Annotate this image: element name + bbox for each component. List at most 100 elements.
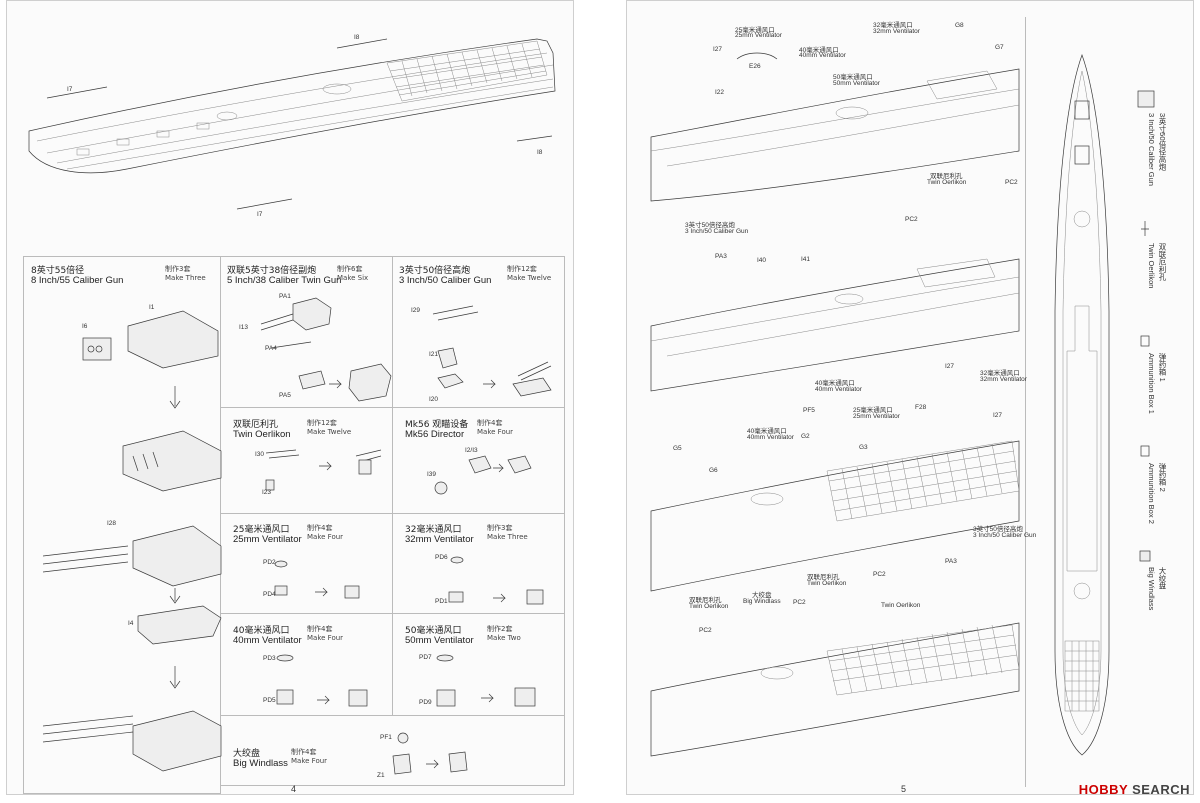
page-right: I27 I22 E26 25毫米通风口 25mm Ventilator 40毫米… xyxy=(626,0,1194,795)
part-label: PC2 xyxy=(793,599,806,606)
make-count-cn: 制作4套 xyxy=(477,419,503,427)
part-label: PA5 xyxy=(279,392,291,399)
part-label: PD4 xyxy=(263,591,276,598)
part-label: 25mm Ventilator xyxy=(853,413,900,420)
part-label: I30 xyxy=(255,451,265,458)
part-label: I29 xyxy=(411,307,421,314)
legend-3inch-en: 3 Inch/50 Caliber Gun xyxy=(1147,113,1156,186)
ship-plan-view xyxy=(1054,53,1110,756)
part-label: 50mm Ventilator xyxy=(833,80,880,87)
make-count-cn: 制作4套 xyxy=(307,524,333,532)
make-count-en: Make Four xyxy=(307,634,344,642)
page-left: I8 I7 I8 I7 8英寸55倍径 8 Inch/55 Caliber Gu… xyxy=(6,0,574,795)
part-label: 3 Inch/50 Caliber Gun xyxy=(973,532,1037,539)
make-count-cn: 制作2套 xyxy=(487,625,513,633)
oerlikon-drawing xyxy=(265,449,382,491)
step-title-cn: 32毫米通风口 xyxy=(405,525,462,535)
part-label: 32毫米通风口 xyxy=(873,22,913,29)
cell-v50 xyxy=(393,614,565,716)
part-label: I20 xyxy=(429,396,439,403)
legend-3inch-cn: 3英寸50倍径高炮 xyxy=(1158,113,1167,171)
part-label: PA1 xyxy=(279,293,291,300)
make-count-en: Make Two xyxy=(487,634,521,642)
part-label: 25mm Ventilator xyxy=(735,32,782,39)
part-label: 大绞盘 xyxy=(752,592,772,599)
part-label: 25毫米通风口 xyxy=(853,407,893,414)
step-title-en: Big Windlass xyxy=(233,758,288,769)
step-title-en: 25mm Ventilator xyxy=(233,534,302,545)
make-count-cn: 制作6套 xyxy=(337,265,363,273)
step-title-cn: 双联5英寸38倍径副炮 xyxy=(227,266,317,276)
part-label: 双联厄利孔 xyxy=(689,597,722,604)
part-label: I40 xyxy=(757,257,767,264)
step-title-cn: 8英寸55倍径 xyxy=(31,266,85,276)
part-label: I41 xyxy=(801,256,811,263)
step-title-cn: 25毫米通风口 xyxy=(233,525,290,535)
step-title-en: Twin Oerlikon xyxy=(233,429,291,440)
watermark-brand: HOBBY xyxy=(1078,782,1128,797)
part-label: G7 xyxy=(995,44,1004,51)
mk56-drawing xyxy=(434,455,532,495)
part-label: I27 xyxy=(993,412,1003,419)
gun-3inch-drawing xyxy=(432,305,552,397)
cell-8inch-gun xyxy=(23,256,221,794)
step-title-cn: 3英寸50倍径高炮 xyxy=(399,266,471,276)
part-label: 3英寸50倍径高炮 xyxy=(973,526,1023,533)
part-label: 3英寸50倍径高炮 xyxy=(685,222,735,229)
part-label: 40mm Ventilator xyxy=(747,434,794,441)
part-label: 32毫米通风口 xyxy=(980,370,1020,377)
part-label: PF1 xyxy=(380,734,392,741)
part-label: PD5 xyxy=(263,697,276,704)
windlass-drawing xyxy=(392,732,468,775)
legend-windlass-cn: 大绞盘 xyxy=(1158,567,1167,590)
step-title-cn: 50毫米通风口 xyxy=(405,626,462,636)
part-label: I27 xyxy=(945,363,955,370)
make-count-en: Make Twelve xyxy=(307,428,352,436)
make-count-en: Make Three xyxy=(487,533,528,541)
part-label: I13 xyxy=(239,324,249,331)
part-label: I4 xyxy=(128,620,134,627)
part-label: PC2 xyxy=(873,571,886,578)
part-label: 双联厄利孔 xyxy=(930,173,963,180)
step-title-en: Mk56 Director xyxy=(405,429,465,440)
hull-step-drawings xyxy=(650,52,1020,757)
part-label: I8 xyxy=(537,149,543,156)
part-label: I22 xyxy=(715,89,725,96)
part-label: G6 xyxy=(709,467,718,474)
side-panel-divider xyxy=(1025,17,1026,787)
step-title-en: 50mm Ventilator xyxy=(405,635,474,646)
step-title-cn: 大绞盘 xyxy=(233,749,261,759)
part-label: 40毫米通风口 xyxy=(815,380,855,387)
part-label: I8 xyxy=(354,34,360,41)
turret-8inch-drawing xyxy=(42,310,222,772)
part-label: PC2 xyxy=(1005,179,1018,186)
legend-ammo2-en: Ammunition Box 2 xyxy=(1147,463,1156,524)
part-label: I21 xyxy=(429,351,439,358)
make-count-en: Make Six xyxy=(337,274,369,282)
part-label: 40毫米通风口 xyxy=(799,47,839,54)
part-label: E26 xyxy=(749,63,761,70)
part-label: I6 xyxy=(82,323,88,330)
step-title-en: 32mm Ventilator xyxy=(405,534,474,545)
part-label: 32mm Ventilator xyxy=(873,28,920,35)
vent32-drawing xyxy=(448,556,544,605)
part-label: PD9 xyxy=(419,699,432,706)
part-label: I28 xyxy=(107,520,117,527)
part-label: 32mm Ventilator xyxy=(980,376,1027,383)
part-label: F28 xyxy=(915,404,927,411)
part-label: Twin Oerlikon xyxy=(807,580,847,587)
part-label: 3 Inch/50 Caliber Gun xyxy=(685,228,749,235)
part-label: PD2 xyxy=(263,559,276,566)
part-label: I7 xyxy=(257,211,263,218)
cell-windlass xyxy=(221,716,565,786)
step-title-cn: Mk56 观瞄设备 xyxy=(405,420,469,430)
legend-icons xyxy=(1137,90,1155,562)
make-count-en: Make Four xyxy=(477,428,514,436)
part-label: 40毫米通风口 xyxy=(747,428,787,435)
part-label: 25毫米通风口 xyxy=(735,27,775,34)
make-count-cn: 制作3套 xyxy=(165,265,191,273)
make-count-cn: 制作12套 xyxy=(307,419,337,427)
part-label: Twin Oerlikon xyxy=(927,179,967,186)
twin-5inch-drawing xyxy=(260,297,392,402)
make-count-en: Make Twelve xyxy=(507,274,552,282)
